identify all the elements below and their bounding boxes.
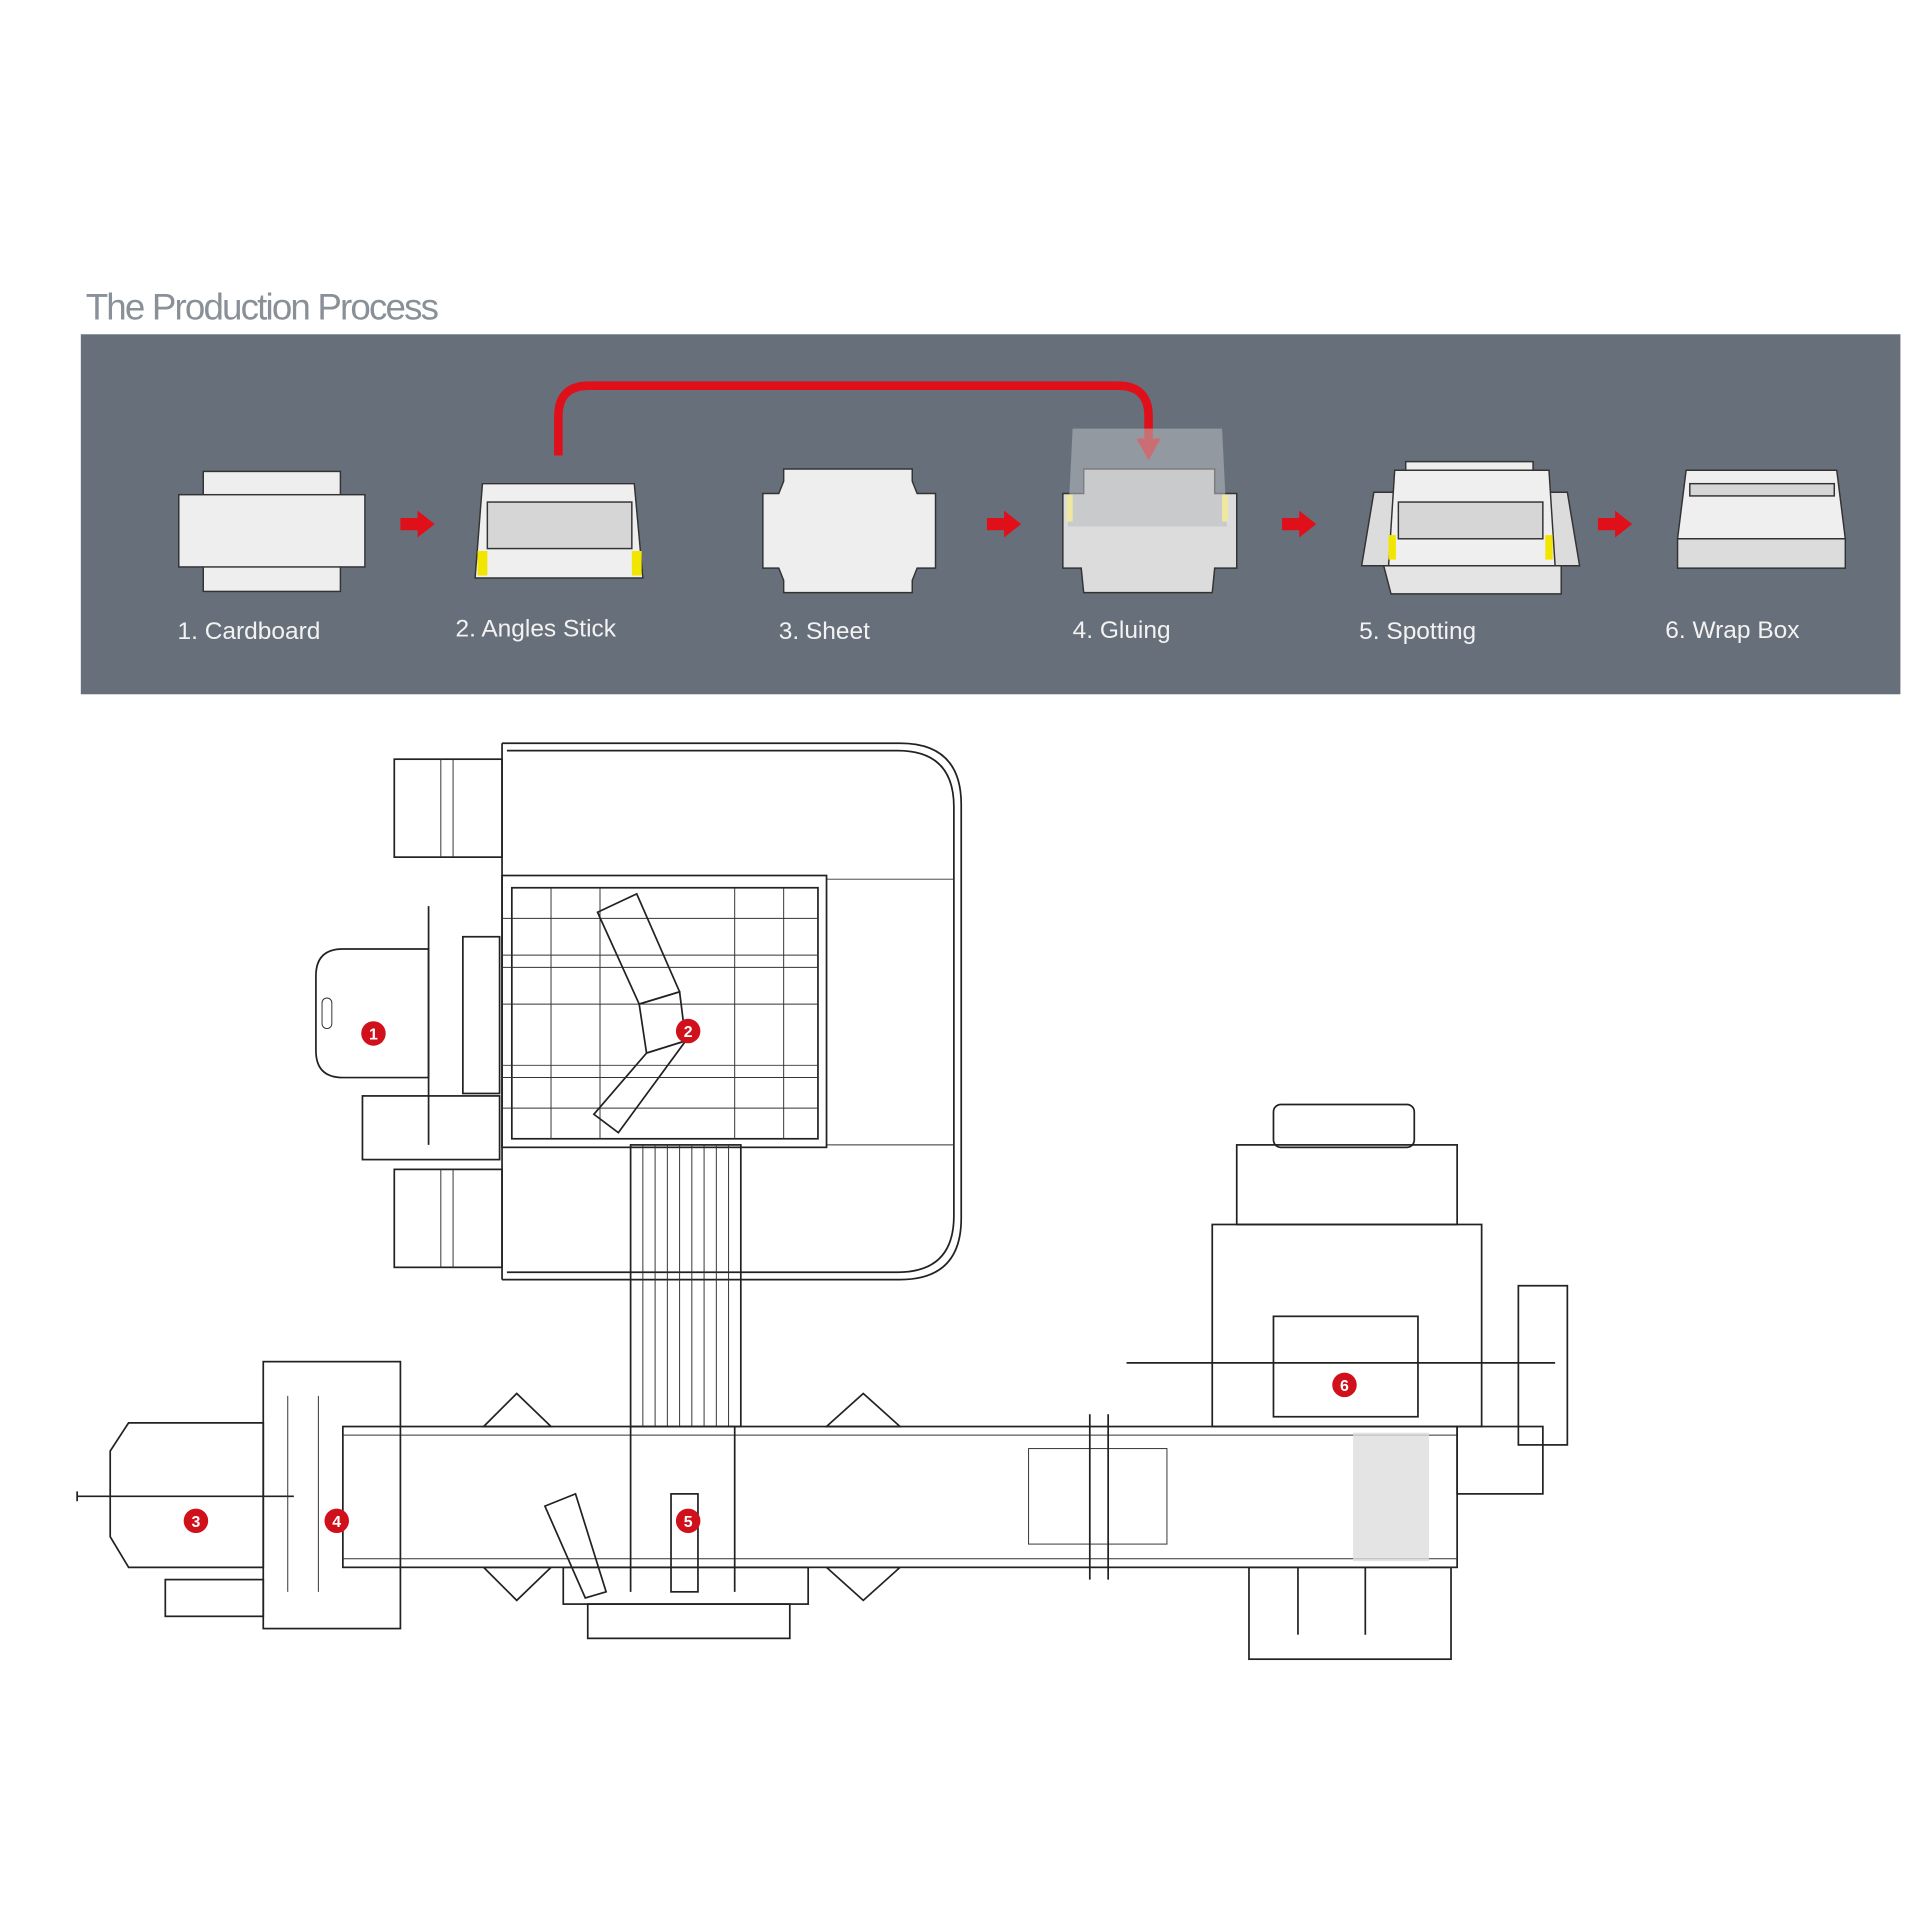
step-label-sheet: 3. Sheet [779,618,870,645]
cardboard-icon [178,470,366,593]
svg-text:3: 3 [191,1514,200,1531]
page-title: The Production Process [86,287,439,328]
step-label-spotting: 5. Spotting [1359,618,1476,645]
svg-text:5: 5 [684,1514,693,1531]
station-marker-2: 2 [675,1018,701,1044]
svg-text:2: 2 [684,1024,693,1041]
arrow-right-icon [1282,510,1317,538]
sheet-icon [762,468,937,594]
station-marker-4: 4 [324,1508,349,1534]
arrow-right-icon [1597,510,1633,538]
station-marker-3: 3 [183,1508,209,1534]
gluing-icon [1062,428,1238,594]
svg-text:6: 6 [1340,1378,1349,1395]
spotting-icon [1360,460,1581,595]
step-label-cardboard: 1. Cardboard [178,618,321,645]
svg-text:1: 1 [369,1027,378,1044]
machine-layout-drawing [76,742,1569,1661]
station-marker-6: 6 [1332,1372,1357,1398]
step-label-wrap-box: 6. Wrap Box [1665,617,1799,644]
station-marker-1: 1 [361,1021,386,1046]
step-label-gluing: 4. Gluing [1073,617,1171,644]
step-label-angles-stick: 2. Angles Stick [456,616,617,643]
angles-stick-icon [474,482,644,579]
station-marker-5: 5 [675,1508,701,1534]
arrow-right-icon [986,510,1022,538]
wrap-box-icon [1676,469,1847,569]
svg-text:4: 4 [332,1514,341,1531]
process-panel [80,334,1901,695]
arrow-right-icon [400,510,435,538]
